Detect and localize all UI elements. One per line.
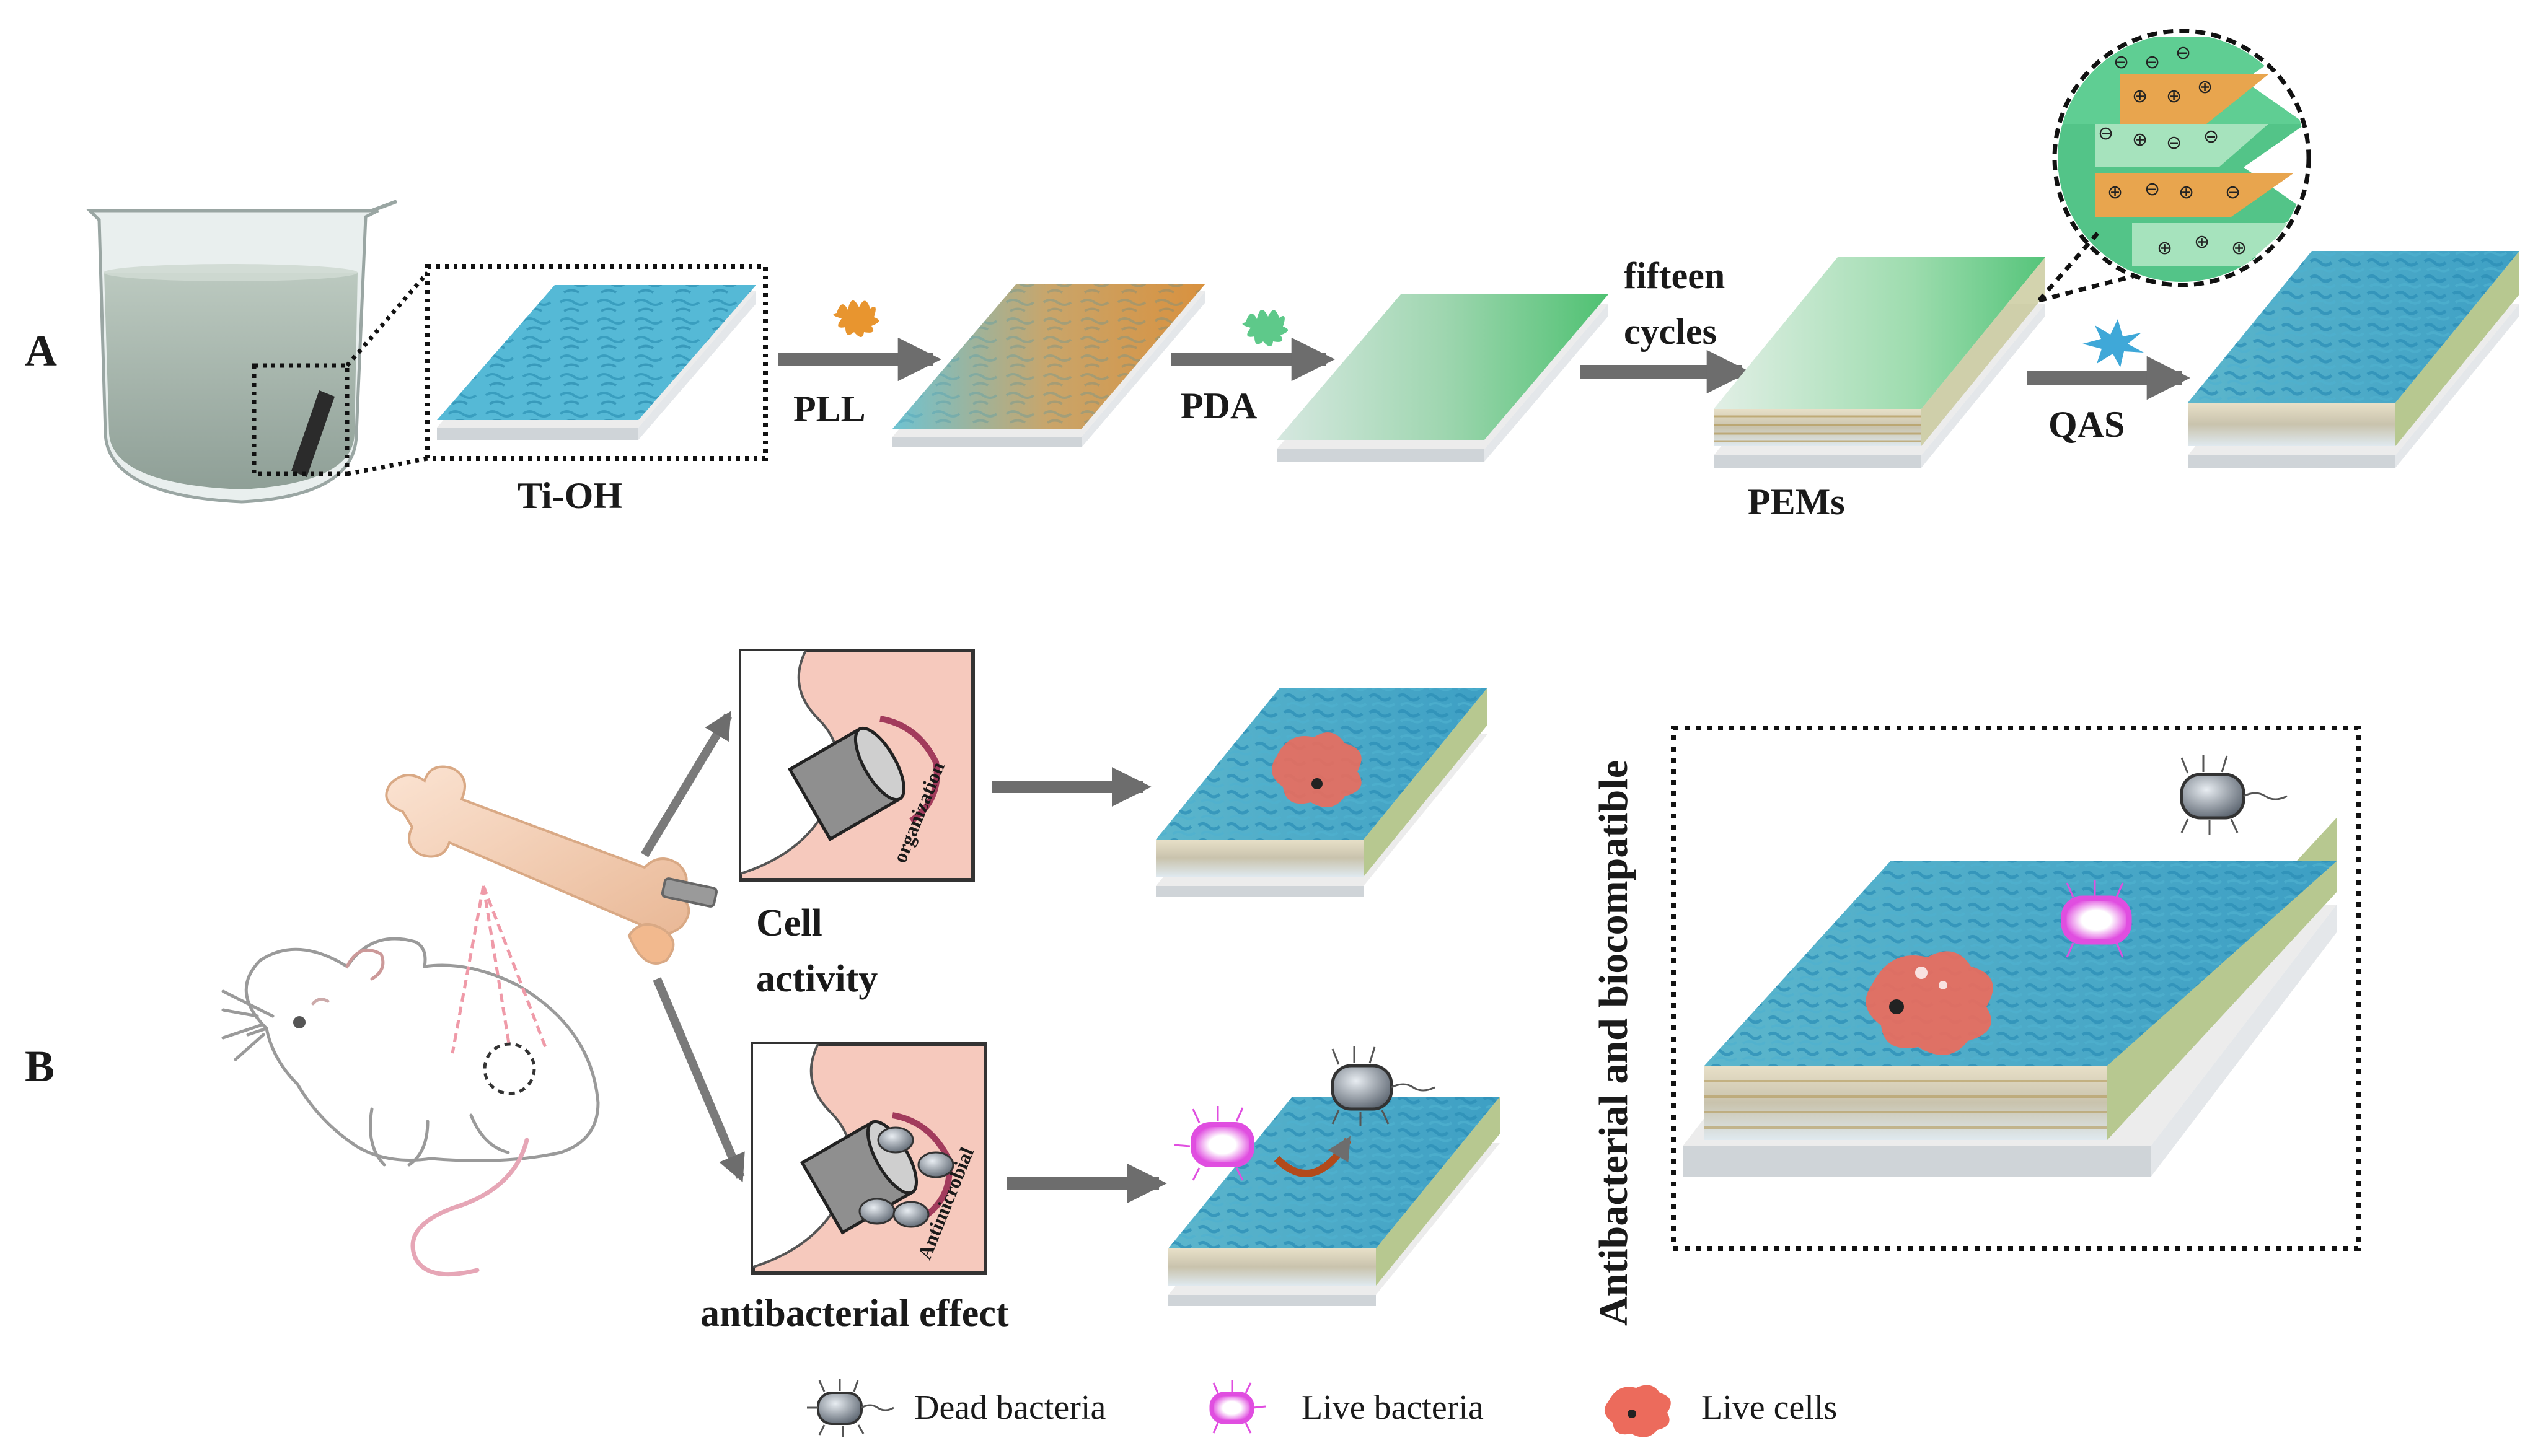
svg-text:⊖: ⊖ bbox=[2144, 51, 2160, 73]
pll-molecule-icon bbox=[833, 300, 879, 337]
legend-dead-bacteria-icon bbox=[807, 1379, 894, 1437]
kill-arrow bbox=[1274, 1136, 1352, 1177]
pda-label: PDA bbox=[1181, 385, 1257, 426]
cell-activity-substrate bbox=[1156, 688, 1487, 897]
legend: Dead bacteria Live bacteria Live cells bbox=[807, 1379, 1837, 1437]
summary-substrate bbox=[1683, 818, 2337, 1177]
pems-label: PEMs bbox=[1748, 481, 1845, 522]
svg-text:⊖: ⊖ bbox=[2166, 132, 2182, 154]
svg-text:⊕: ⊕ bbox=[2132, 129, 2148, 151]
svg-text:⊕: ⊕ bbox=[2166, 86, 2182, 107]
svg-text:⊕: ⊕ bbox=[2197, 76, 2213, 98]
arrow-to-antibacterial bbox=[653, 977, 745, 1183]
pda-coated-substrate bbox=[1277, 294, 1608, 462]
qas-substrate bbox=[2188, 251, 2519, 468]
svg-text:⊖: ⊖ bbox=[2175, 42, 2191, 64]
charge-symbols: ⊖⊖⊖ ⊕⊕⊕ ⊖⊕⊖⊖ ⊕⊖⊕⊖ ⊕⊕⊕ bbox=[2098, 42, 2247, 259]
pll-label: PLL bbox=[793, 388, 866, 429]
svg-text:⊕: ⊕ bbox=[2231, 237, 2247, 259]
tioh-substrate bbox=[437, 285, 756, 440]
legend-live-cells-icon bbox=[1604, 1385, 1671, 1437]
qas-label: QAS bbox=[2048, 404, 2125, 445]
beaker bbox=[86, 200, 398, 504]
svg-text:⊖: ⊖ bbox=[2098, 123, 2113, 144]
svg-text:⊕: ⊕ bbox=[2107, 182, 2123, 203]
svg-text:⊕: ⊕ bbox=[2157, 237, 2172, 259]
pda-molecule-icon bbox=[1242, 309, 1289, 346]
implant-site-marker bbox=[483, 1042, 536, 1095]
svg-text:⊕: ⊕ bbox=[2132, 86, 2148, 107]
legend-live-bacteria-icon bbox=[1209, 1380, 1266, 1434]
svg-text:⊕: ⊕ bbox=[2194, 231, 2210, 253]
svg-text:⊖: ⊖ bbox=[2225, 182, 2241, 203]
legend-live-bacteria-label: Live bacteria bbox=[1302, 1388, 1484, 1427]
svg-text:⊖: ⊖ bbox=[2203, 126, 2219, 147]
antibacterial-substrate bbox=[1168, 1097, 1500, 1306]
panel-b-letter: B bbox=[25, 1042, 55, 1091]
antibacterial-effect-label: antibacterial effect bbox=[700, 1292, 1009, 1335]
legend-dead-bacteria-label: Dead bacteria bbox=[914, 1388, 1106, 1427]
live-bacterium-on-surface bbox=[1174, 1106, 1254, 1181]
zoom-box-tioh bbox=[425, 264, 768, 461]
svg-text:⊕: ⊕ bbox=[2179, 182, 2194, 203]
summary-live-bacterium bbox=[2061, 880, 2132, 958]
bone-with-implant bbox=[385, 765, 718, 965]
cycles-label: cycles bbox=[1624, 311, 1717, 352]
charge-zoom-circle: ⊖⊖⊖ ⊕⊕⊕ ⊖⊕⊖⊖ ⊕⊖⊕⊖ ⊕⊕⊕ bbox=[2052, 29, 2311, 287]
activity-label: activity bbox=[756, 958, 878, 1000]
svg-text:⊖: ⊖ bbox=[2144, 178, 2160, 200]
cell-label: Cell bbox=[756, 902, 822, 944]
rat-illustration bbox=[221, 937, 600, 1277]
summary-dead-bacterium bbox=[2180, 755, 2288, 835]
cell-activity-inset: organization bbox=[739, 649, 975, 882]
arrow-to-cell-activity bbox=[640, 711, 733, 857]
tioh-label: Ti-OH bbox=[518, 475, 622, 516]
svg-text:⊖: ⊖ bbox=[2113, 51, 2129, 73]
summary-live-cell bbox=[1866, 951, 1993, 1055]
vertical-title: Antibacterial and biocompatible bbox=[1591, 760, 1636, 1326]
legend-live-cells-label: Live cells bbox=[1701, 1388, 1837, 1427]
dead-bacterium-on-surface bbox=[1331, 1046, 1435, 1126]
qas-molecule-icon bbox=[2082, 319, 2144, 367]
antibacterial-inset: Antimicrobial bbox=[751, 1042, 987, 1275]
panel-a-letter: A bbox=[25, 326, 57, 375]
pems-substrate bbox=[1714, 257, 2045, 468]
fifteen-label: fifteen bbox=[1624, 255, 1725, 296]
pll-coated-substrate bbox=[892, 284, 1205, 447]
zoom-box-beaker bbox=[252, 363, 350, 476]
